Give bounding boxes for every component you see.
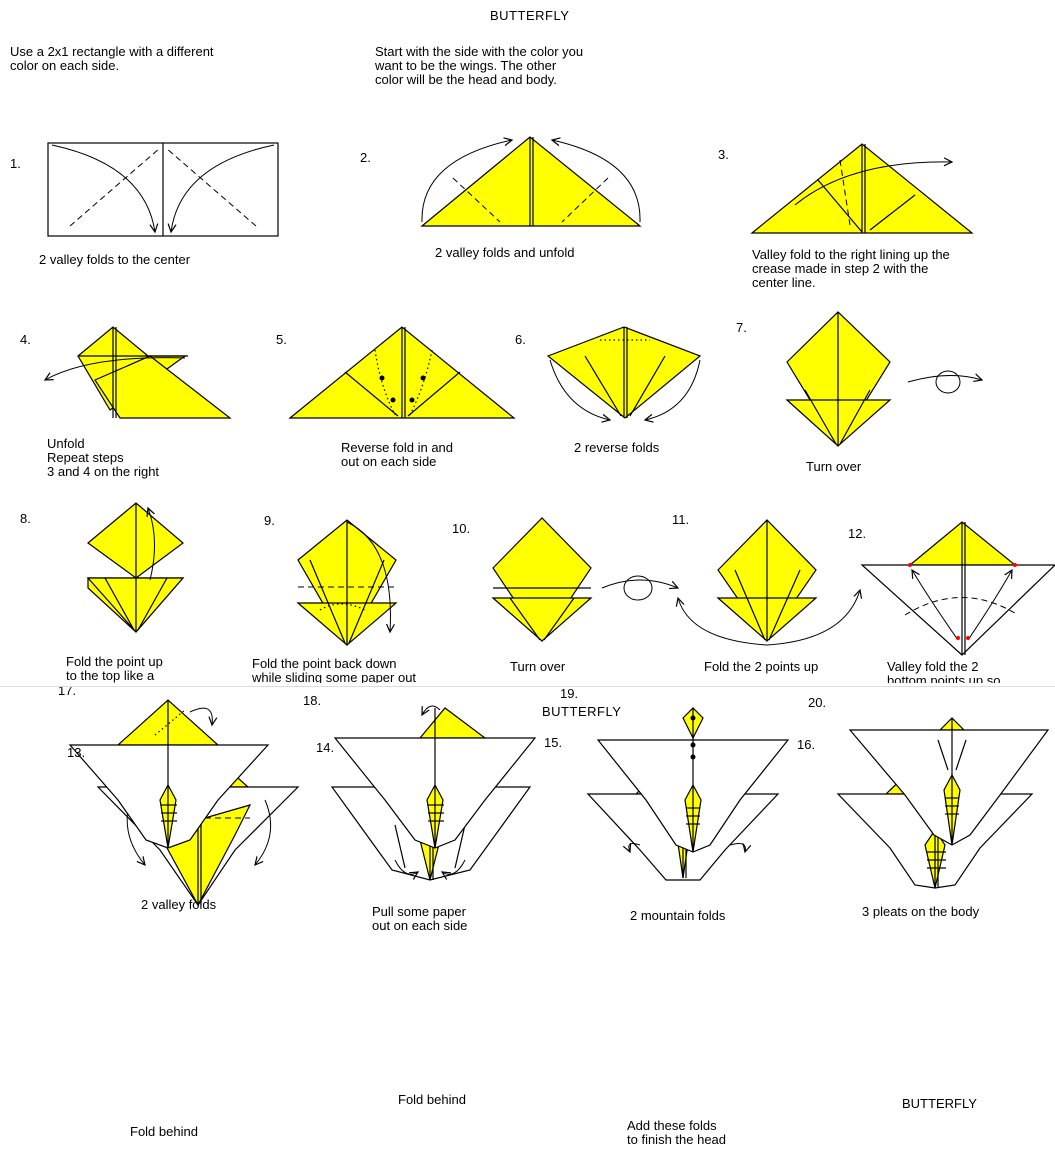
step-number: 11. <box>672 512 690 527</box>
page-title-bottom: BUTTERFLY <box>542 704 622 719</box>
step-number: 13. <box>67 745 86 760</box>
step-caption: Turn over <box>510 659 566 674</box>
step-caption: Valley fold to the right lining up the c… <box>752 247 950 290</box>
step-number: 17. <box>58 683 77 698</box>
step-number: 4. <box>20 332 31 347</box>
step-3-diagram <box>750 143 974 234</box>
section-divider <box>0 686 1055 687</box>
step-caption: Fold behind <box>398 1092 466 1107</box>
step-number: 12. <box>848 526 867 541</box>
step-number: 9. <box>264 513 275 528</box>
step-11-diagram <box>678 519 860 646</box>
step-1-diagram <box>47 142 279 237</box>
step-number: 8. <box>20 511 31 526</box>
intro-right: Start with the side with the color you w… <box>375 44 584 87</box>
step-caption: Fold the point back down while sliding s… <box>252 657 417 683</box>
step-number: 15. <box>544 735 563 750</box>
step-caption: Reverse fold in and out on each side <box>341 440 454 469</box>
step-12-diagram <box>860 521 1055 656</box>
page-title-top: BUTTERFLY <box>490 8 570 23</box>
step-caption: 2 valley folds to the center <box>39 252 191 267</box>
step-20-diagram <box>848 717 1050 846</box>
step-caption: Fold the 2 points up <box>704 659 819 674</box>
step-caption: Fold behind <box>130 1124 198 1139</box>
step-caption: Fold the point up to the top like a <box>66 655 163 683</box>
step-number: 20. <box>808 695 827 710</box>
step-7-diagram <box>785 311 982 448</box>
intro-left: Use a 2x1 rectangle with a different col… <box>10 44 214 73</box>
step-caption: Unfold Repeat steps 3 and 4 on the right <box>47 436 160 479</box>
step-number: 5. <box>276 332 287 347</box>
step-caption: 2 valley folds <box>141 897 217 912</box>
step-number: 18. <box>303 693 322 708</box>
step-number: 6. <box>515 332 526 347</box>
step-caption: 2 reverse folds <box>574 440 660 455</box>
step-17-diagram <box>68 699 270 849</box>
step-number: 1. <box>10 156 21 171</box>
step-number: 10. <box>452 521 471 536</box>
step-18-diagram <box>333 705 537 849</box>
step-caption: 2 valley folds and unfold <box>435 245 575 260</box>
step-5-diagram <box>288 326 516 419</box>
step-number: 14. <box>316 740 335 755</box>
step-caption: Add these folds to finish the head <box>627 1118 727 1147</box>
step-10-diagram <box>491 517 678 643</box>
step-19-diagram <box>596 707 790 853</box>
step-number: 16. <box>797 737 816 752</box>
step-number: 7. <box>736 320 747 335</box>
step-caption: Valley fold the 2 bottom points up so <box>887 660 1001 683</box>
step-number: 3. <box>718 147 729 162</box>
step-2-diagram <box>420 136 642 227</box>
step-caption: 2 mountain folds <box>630 908 726 923</box>
step-4-diagram <box>45 326 232 419</box>
step-caption: Pull some paper out on each side <box>372 904 468 933</box>
step-caption: BUTTERFLY <box>902 1096 977 1111</box>
step-caption: 3 pleats on the body <box>862 904 980 919</box>
step-number: 19. <box>560 686 579 701</box>
step-9-diagram <box>296 519 398 647</box>
step-caption: Turn over <box>806 459 862 474</box>
step-number: 2. <box>360 150 371 165</box>
step-8-diagram <box>86 502 185 633</box>
step-6-diagram <box>546 326 702 420</box>
